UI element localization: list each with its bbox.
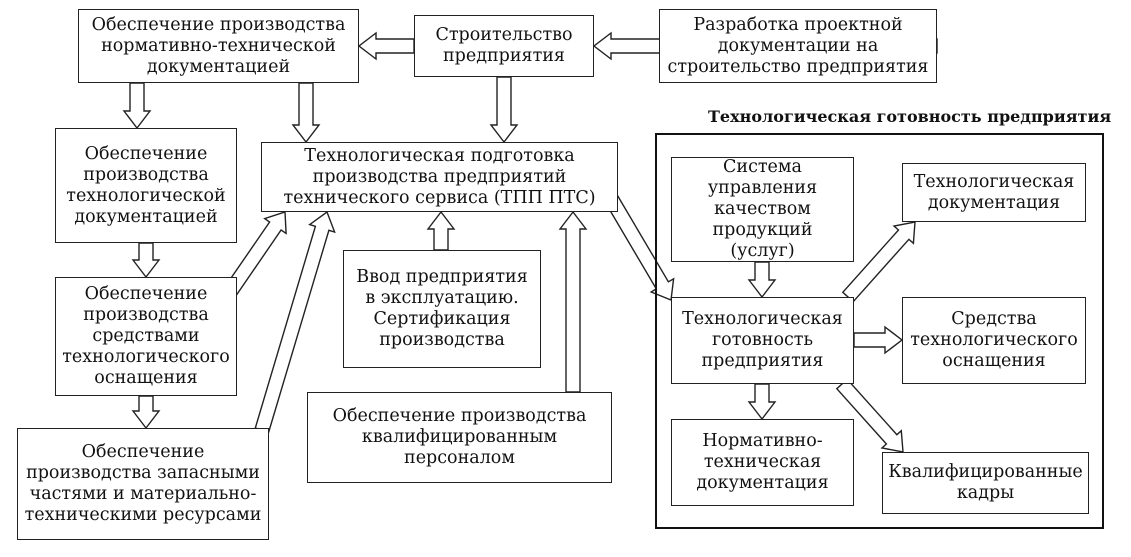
arrow-construction-to-ntd bbox=[357, 31, 415, 61]
box-normative-docs: Нормативно- техническая документация bbox=[671, 419, 854, 506]
arrow-readiness-to-equipment bbox=[853, 325, 904, 355]
box-readiness: Технологическая готовность предприятия bbox=[671, 297, 854, 384]
box-equipment-supply: Обеспечение производства средствами техн… bbox=[55, 277, 237, 396]
arrow-readiness-to-techdoc bbox=[841, 221, 916, 303]
arrow-quality-to-readiness bbox=[747, 261, 777, 299]
box-quality-system: Система управления качеством продукций (… bbox=[671, 157, 854, 262]
box-spare-parts-supply: Обеспечение производства запасными частя… bbox=[17, 428, 269, 540]
box-ntd-supply: Обеспечение производства нормативно-техн… bbox=[78, 9, 359, 83]
box-personnel-supply: Обеспечение производства квалифицированн… bbox=[307, 392, 612, 483]
box-tpp-pts: Технологическая подготовка производства … bbox=[261, 142, 618, 212]
box-qualified-staff: Квалифицированные кадры bbox=[882, 452, 1089, 514]
box-construction: Строительство предприятия bbox=[414, 15, 594, 77]
arrow-personnel-to-tpp bbox=[558, 210, 588, 393]
readiness-frame-title: Технологическая готовность предприятия bbox=[708, 107, 1112, 126]
arrow-equipment-to-spare bbox=[131, 395, 161, 430]
arrow-ntd-to-tpp bbox=[291, 82, 321, 144]
arrow-construction-to-tpp bbox=[489, 76, 519, 144]
arrow-commissioning-to-tpp bbox=[426, 210, 456, 251]
arrow-ntd-to-techdoc bbox=[122, 82, 152, 130]
arrow-techdoc-to-equipment bbox=[131, 242, 161, 279]
box-tech-documentation: Технологическая документация bbox=[902, 163, 1086, 222]
arrow-readiness-to-normative bbox=[747, 383, 777, 421]
box-design-docs: Разработка проектной документации на стр… bbox=[659, 9, 937, 83]
box-tech-equipment: Средства технологического оснащения bbox=[902, 297, 1086, 384]
readiness-frame bbox=[655, 133, 1104, 529]
box-commissioning: Ввод предприятия в эксплуатацию. Сертифи… bbox=[343, 250, 541, 368]
arrow-spare-to-tpp bbox=[254, 210, 336, 433]
arrow-readiness-to-staff bbox=[835, 378, 904, 453]
box-tech-doc-supply: Обеспечение производства технологической… bbox=[55, 128, 237, 243]
